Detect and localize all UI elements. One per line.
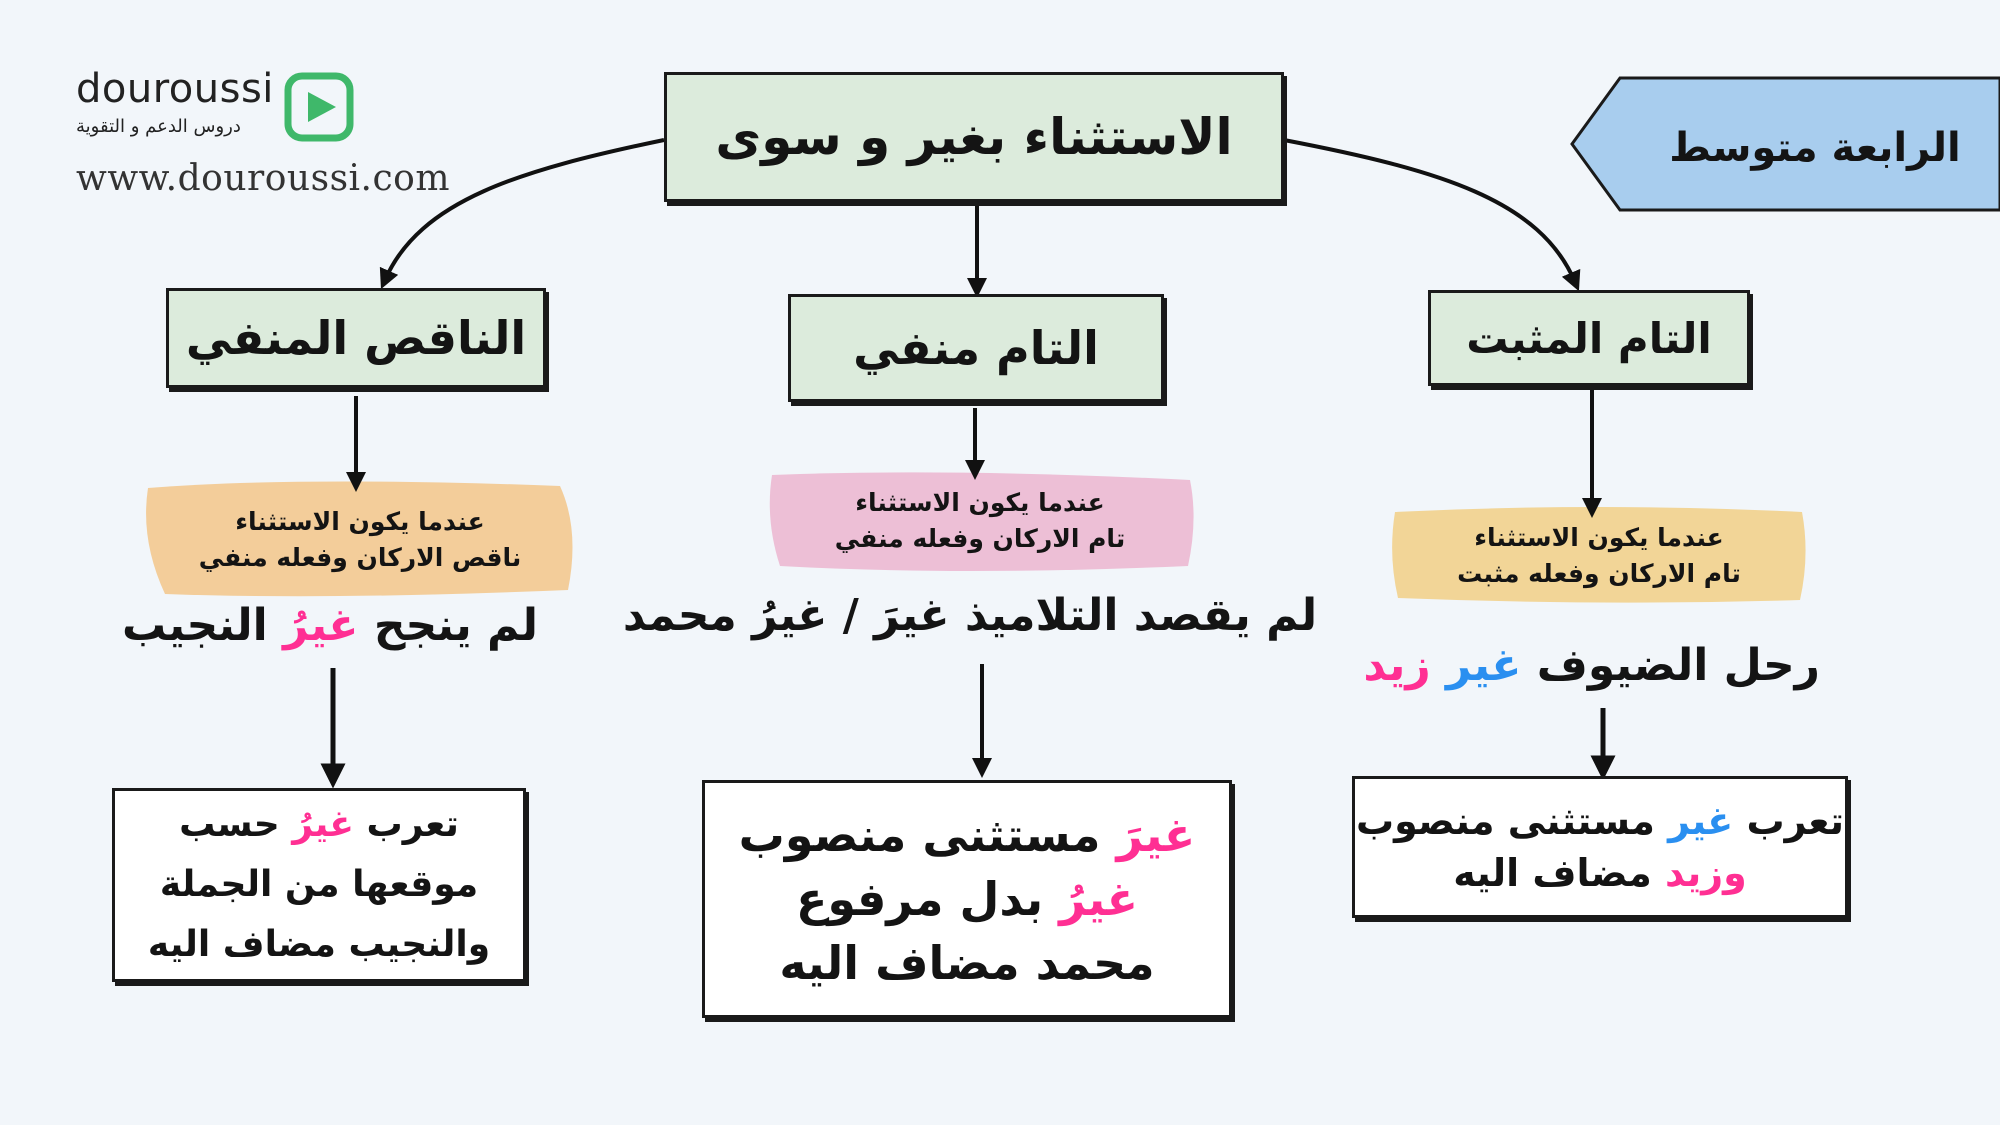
website-url[interactable]: www.douroussi.com — [76, 158, 450, 199]
main-title: الاستثناء بغير و سوى — [664, 72, 1284, 202]
branch-title-complete-negated: التام منفي — [788, 294, 1164, 402]
example-text: لم ينجح — [373, 600, 539, 651]
result-line: وزيد مضاف اليه — [1453, 847, 1746, 899]
condition-line: عندما يكون الاستثناء — [1474, 523, 1724, 552]
example-complete-negated: لم يقصد التلاميذ غيرَ / غيرُ محمد — [620, 590, 1320, 641]
condition-line: تام الاركان وفعله منفي — [834, 524, 1126, 553]
result-highlight: غير — [1668, 799, 1734, 843]
result-highlight: وزيد — [1665, 851, 1747, 895]
result-text: تعرب — [1746, 799, 1845, 843]
grade-label: الرابعة متوسط — [1669, 125, 1961, 171]
brand-tagline: دروس الدعم و التقوية — [76, 116, 241, 137]
brush-orange — [146, 481, 573, 597]
result-text: مستثنى منصوب — [1355, 799, 1655, 843]
result-line: تعرب غير مستثنى منصوب — [1356, 795, 1844, 847]
branch-title-text: التام المثبت — [1466, 313, 1712, 363]
example-complete-affirmative: رحل الضيوف غير زيد — [1363, 640, 1820, 691]
example-highlight: غير — [1446, 640, 1522, 691]
condition-complete-affirmative: عندما يكون الاستثناء تام الاركان وفعله م… — [1400, 514, 1798, 598]
branch-title-text: الناقص المنفي — [185, 311, 527, 365]
main-title-text: الاستثناء بغير و سوى — [715, 108, 1233, 166]
brand-name: douroussi — [76, 66, 274, 112]
result-text: حسب — [179, 804, 280, 845]
result-line: غيرَ مستثنى منصوب — [739, 803, 1196, 867]
example-negated-incomplete: لم ينجح غيرُ النجيب — [120, 600, 540, 651]
condition-line: ناقص الاركان وفعله منفي — [198, 543, 522, 572]
example-text: لم يقصد التلاميذ غيرَ / غيرُ محمد — [622, 590, 1318, 641]
branch-title-text: التام منفي — [853, 321, 1099, 375]
play-logo-icon — [284, 72, 354, 142]
condition-line: عندما يكون الاستثناء — [855, 488, 1105, 517]
result-highlight: غيرَ — [1116, 808, 1196, 862]
example-highlight: زيد — [1363, 640, 1431, 691]
result-line: والنجيب مضاف اليه — [147, 924, 491, 965]
condition-complete-negated: عندما يكون الاستثناء تام الاركان وفعله م… — [780, 478, 1180, 564]
result-highlight: غيرُ — [1059, 872, 1139, 926]
example-text: النجيب — [121, 600, 268, 651]
result-line: موقعها من الجملة — [159, 864, 479, 905]
result-complete-affirmative: تعرب غير مستثنى منصوب وزيد مضاف اليه — [1352, 776, 1848, 918]
result-text: مضاف اليه — [1453, 851, 1652, 895]
branch-title-negated-incomplete: الناقص المنفي — [166, 288, 546, 388]
result-line: محمد مضاف اليه — [779, 936, 1155, 990]
grade-banner-shape — [1570, 76, 2000, 212]
condition-line: تام الاركان وفعله مثبت — [1457, 559, 1741, 588]
brush-yellow — [1392, 507, 1806, 603]
result-negated-incomplete: تعرب غيرُ حسب موقعها من الجملة والنجيب م… — [112, 788, 526, 982]
result-line: تعرب غيرُ حسب — [179, 795, 459, 855]
branch-title-complete-affirmative: التام المثبت — [1428, 290, 1750, 386]
arrow-title-to-complete-affirmative — [1283, 138, 1581, 292]
condition-negated-incomplete: عندما يكون الاستثناء ناقص الاركان وفعله … — [165, 490, 555, 590]
example-text: رحل الضيوف — [1536, 640, 1820, 691]
result-text: تعرب — [366, 804, 459, 845]
brush-pink — [769, 472, 1194, 571]
example-highlight: غيرُ — [283, 600, 359, 651]
result-text: مستثنى منصوب — [738, 808, 1101, 862]
result-highlight: غيرُ — [292, 804, 354, 845]
result-complete-negated: غيرَ مستثنى منصوب غيرُ بدل مرفوع محمد مض… — [702, 780, 1232, 1018]
result-line: غيرُ بدل مرفوع — [796, 867, 1138, 931]
condition-line: عندما يكون الاستثناء — [235, 507, 485, 536]
arrow-title-to-negated-incomplete — [379, 138, 665, 290]
result-text: بدل مرفوع — [795, 872, 1044, 926]
